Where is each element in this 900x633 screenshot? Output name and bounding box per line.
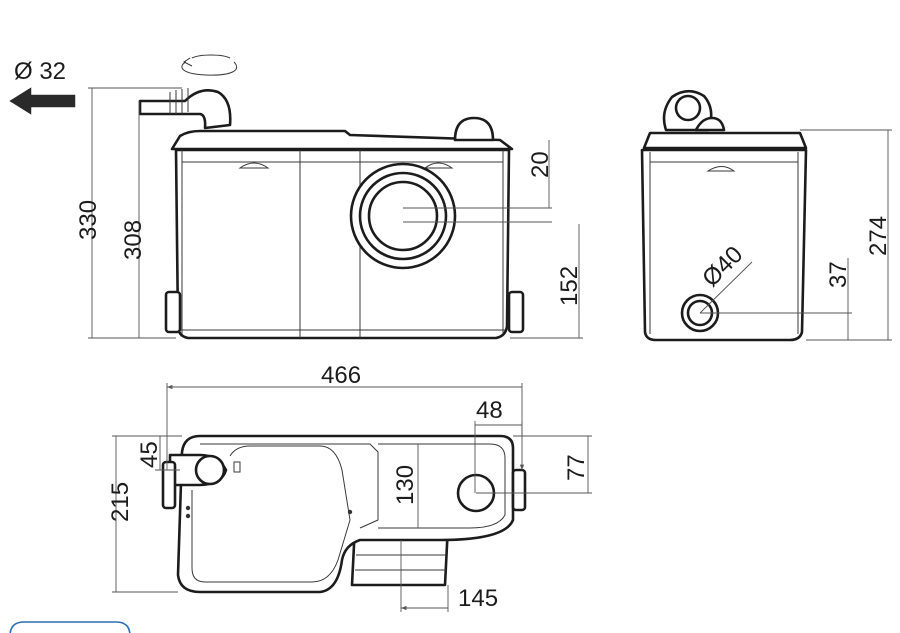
- flow-arrow-icon: [6, 84, 77, 118]
- dim-height-outlet: 308: [120, 220, 147, 260]
- dim-socket-width: 145: [458, 585, 498, 612]
- dim-side-inlet-height: 37: [825, 261, 852, 288]
- right-connector: [507, 290, 525, 334]
- front-dimensions: 330 308 20 152: [75, 87, 583, 339]
- dim-inlet-height: 152: [556, 266, 583, 306]
- dim-inner-depth: 130: [392, 465, 419, 505]
- side-body: [640, 148, 808, 342]
- front-body: [174, 148, 511, 340]
- left-connector: [164, 290, 182, 334]
- dim-width: 466: [321, 362, 361, 389]
- top-view: [161, 434, 527, 594]
- outlet-pipe: [138, 89, 232, 130]
- cropped-frame: [9, 621, 131, 633]
- outlet-indicator: Ø 32: [6, 54, 238, 118]
- dim-depth: 215: [107, 482, 134, 522]
- dim-side-height: 274: [865, 216, 892, 256]
- rotation-arrow-icon: [181, 54, 238, 76]
- front-view: [138, 88, 525, 340]
- outlet-diameter-label: Ø 32: [14, 58, 66, 85]
- front-lid: [170, 129, 514, 151]
- top-body: [176, 434, 515, 594]
- vent-cap: [453, 116, 495, 142]
- top-dimensions: 466 215 45 48 77 130 145: [107, 362, 592, 612]
- dim-outlet-offset: 45: [136, 441, 163, 468]
- dim-height-total: 330: [75, 200, 102, 240]
- side-view: [640, 89, 808, 342]
- dim-inlet-offset-y: 77: [563, 454, 590, 481]
- side-lid: [642, 131, 808, 150]
- dim-inlet-offset-x: 48: [476, 397, 503, 424]
- dim-inlet-offset-top: 20: [527, 151, 554, 178]
